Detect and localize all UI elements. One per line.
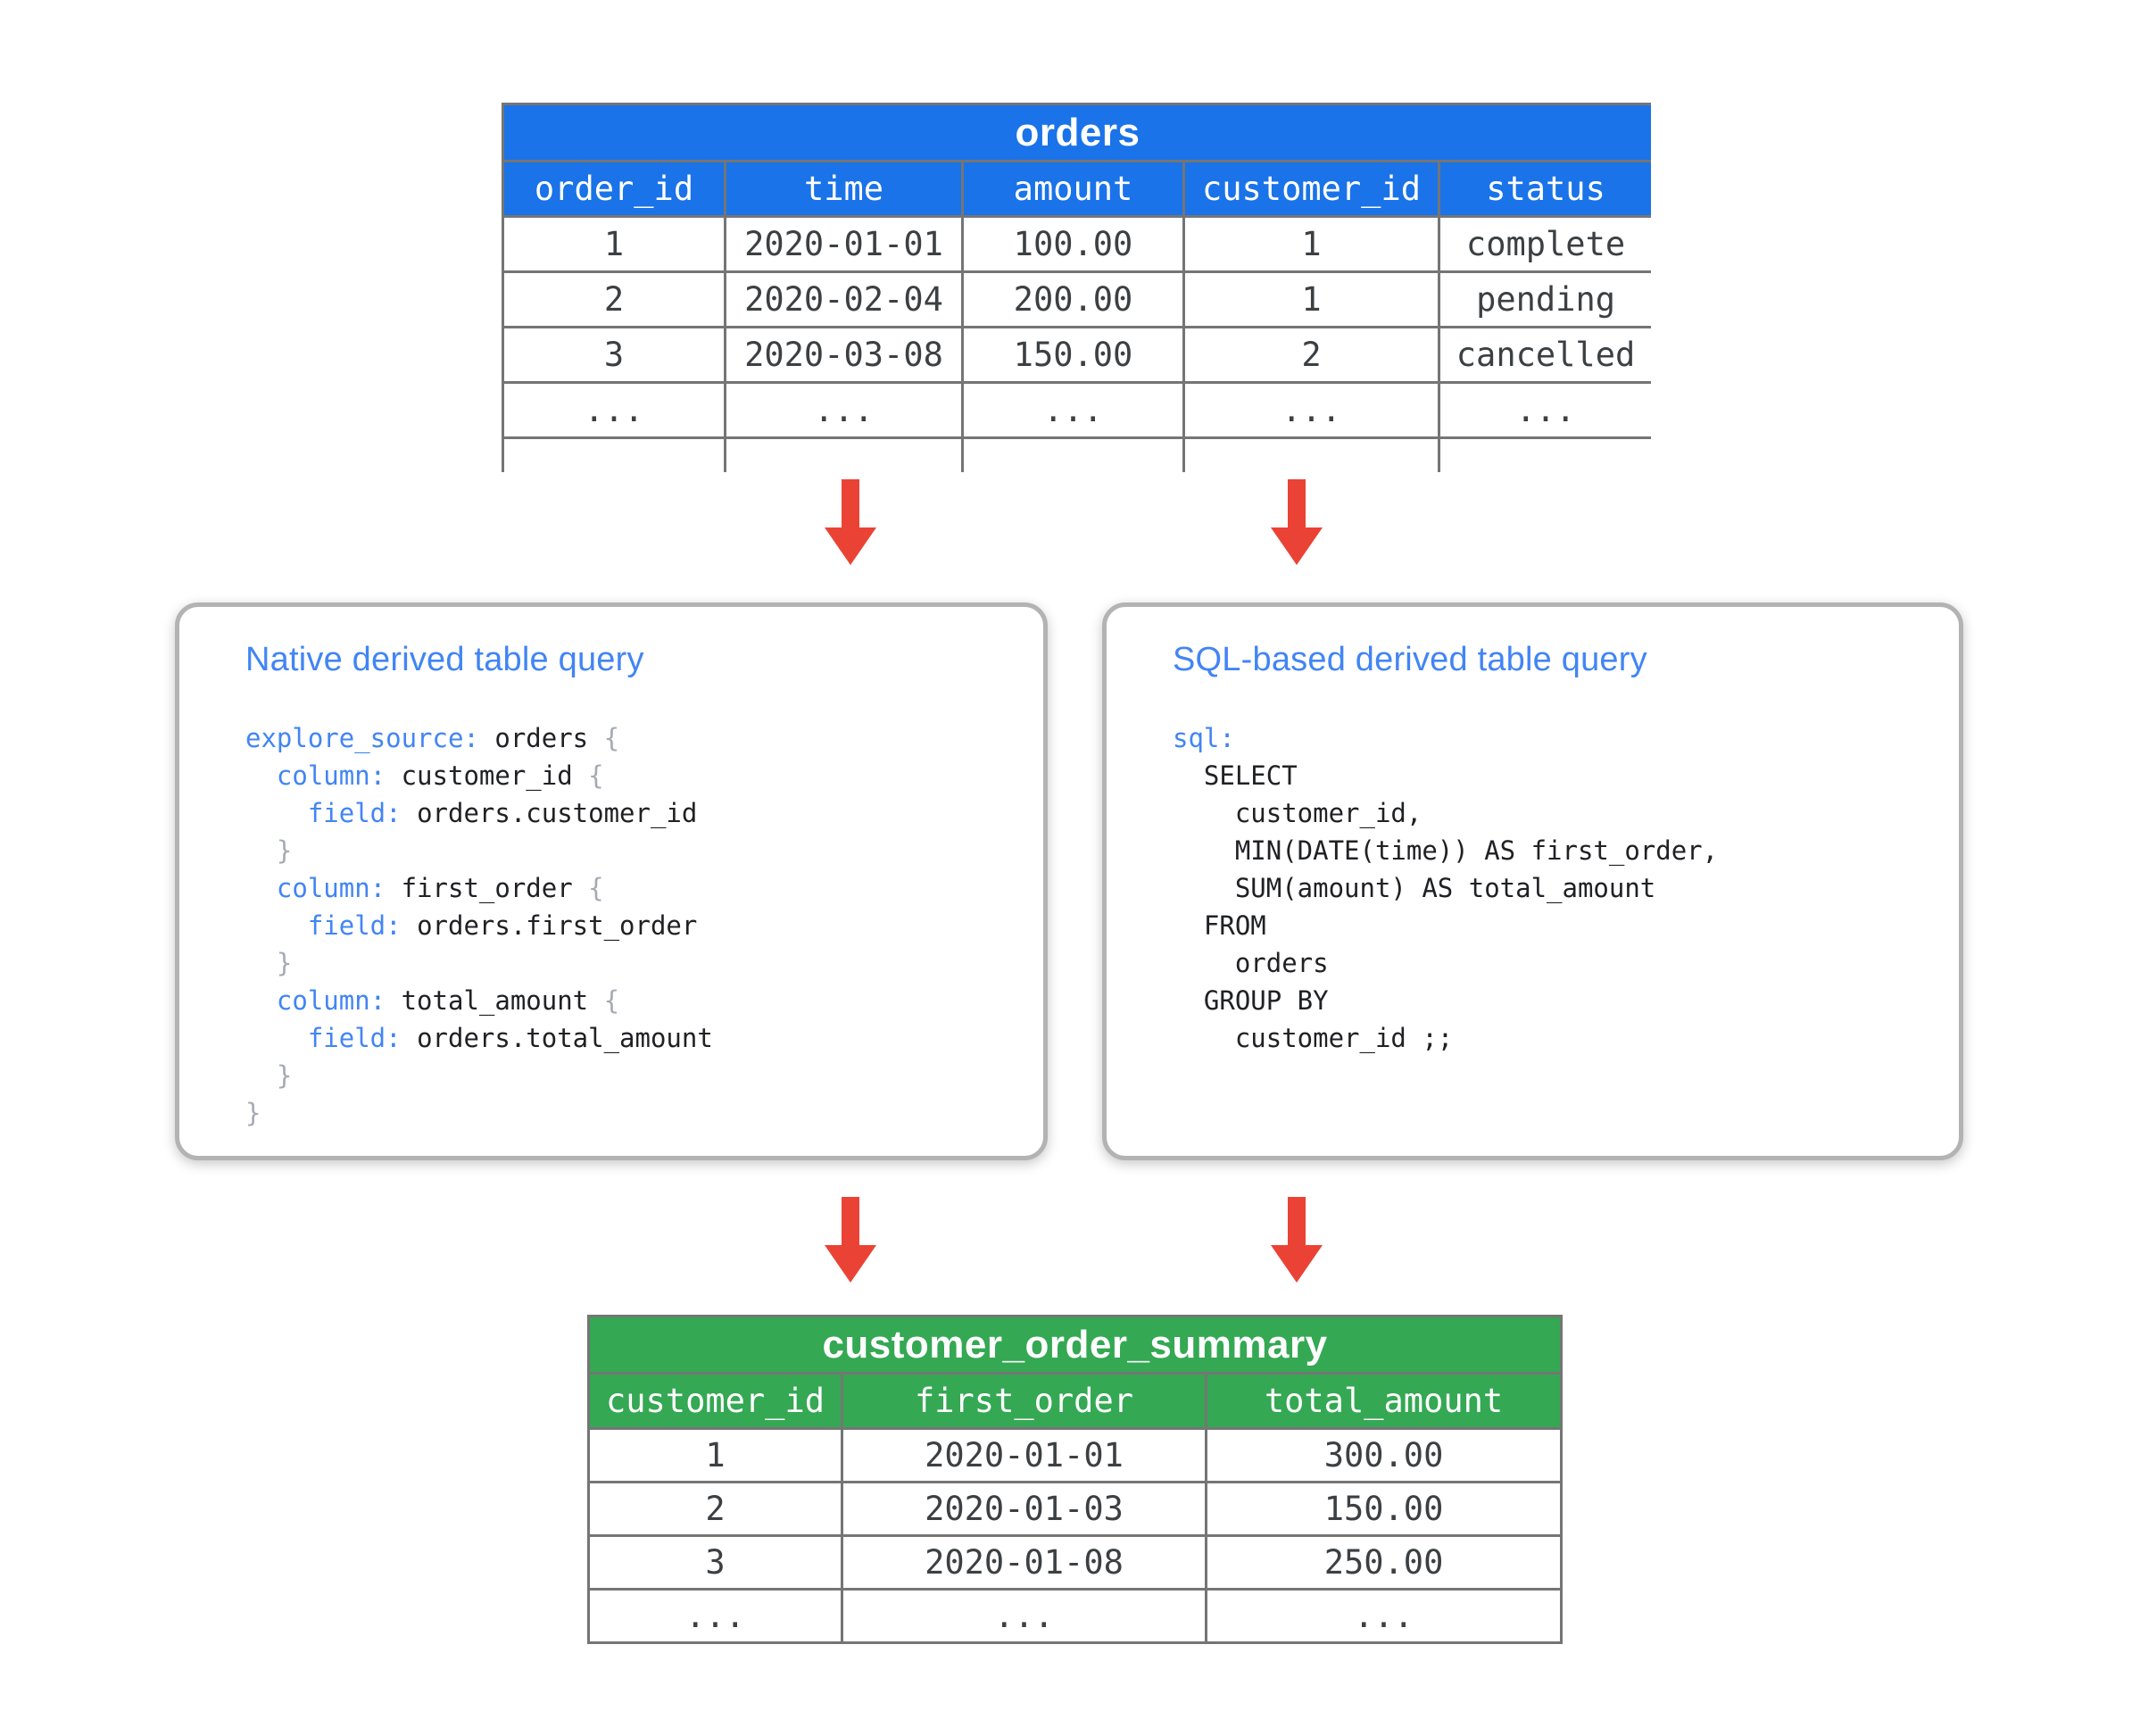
- table-cell: ...: [1182, 381, 1440, 439]
- table-cell: ...: [724, 381, 964, 439]
- column-header: amount: [961, 160, 1185, 218]
- code-line: explore_source: orders {: [245, 723, 620, 753]
- column-header: status: [1437, 160, 1651, 218]
- table-cell: ...: [1437, 381, 1651, 439]
- table-cell: ...: [961, 381, 1185, 439]
- code-line: MIN(DATE(time)) AS first_order,: [1173, 835, 1719, 866]
- code-line: sql:: [1173, 723, 1235, 753]
- code-line: field: orders.customer_id: [307, 798, 698, 828]
- code-line: field: orders.total_amount: [307, 1023, 713, 1053]
- code-line: SELECT: [1173, 760, 1298, 791]
- table-cell: 2: [587, 1481, 843, 1537]
- code-line: }: [245, 1098, 261, 1128]
- code-line: GROUP BY: [1173, 985, 1329, 1016]
- code-line: FROM: [1173, 910, 1266, 941]
- arrow-down-icon: [1271, 1197, 1323, 1283]
- table-row: ...............: [502, 381, 1651, 439]
- table-cell: 1: [1182, 215, 1440, 273]
- table-cell: 100.00: [961, 215, 1185, 273]
- column-header: customer_id: [1182, 160, 1440, 218]
- column-header: total_amount: [1204, 1372, 1564, 1430]
- column-header: customer_id: [587, 1372, 843, 1430]
- table-cell: 1: [502, 215, 726, 273]
- table-cell: 2020-01-01: [841, 1427, 1207, 1483]
- table-cell: ...: [1204, 1588, 1564, 1644]
- table-cell: complete: [1437, 215, 1651, 273]
- native-query-code: explore_source: orders { column: custome…: [245, 719, 713, 1132]
- table-cell: ...: [587, 1588, 843, 1644]
- table-cell: 1: [1182, 270, 1440, 328]
- code-line: field: orders.first_order: [307, 910, 698, 941]
- code-line: }: [245, 1060, 293, 1091]
- sql-query-title: SQL-based derived table query: [1173, 641, 1647, 678]
- native-derived-table-query-box: Native derived table query explore_sourc…: [175, 602, 1048, 1160]
- table-cell: 2020-01-08: [841, 1534, 1207, 1591]
- native-query-title: Native derived table query: [245, 641, 644, 678]
- table-cell: 2: [502, 270, 726, 328]
- orders-table-title: orders: [502, 103, 1651, 162]
- table-cell: 3: [587, 1534, 843, 1591]
- arrow-down-icon: [825, 479, 876, 565]
- code-line: customer_id ;;: [1173, 1023, 1454, 1053]
- code-line: column: customer_id {: [276, 760, 604, 791]
- code-line: SUM(amount) AS total_amount: [1173, 873, 1656, 903]
- table-cell: 150.00: [961, 326, 1185, 384]
- arrow-down-icon: [1271, 479, 1323, 565]
- code-line: }: [245, 948, 293, 978]
- code-line: customer_id,: [1173, 798, 1423, 828]
- table-cell: 2020-01-01: [724, 215, 964, 273]
- sql-query-code: sql: SELECT customer_id, MIN(DATE(time))…: [1173, 719, 1718, 1057]
- table-cell: 300.00: [1204, 1427, 1564, 1483]
- code-line: column: total_amount {: [276, 985, 620, 1016]
- table-cell: ...: [841, 1588, 1207, 1644]
- truncated-row: [502, 436, 1651, 472]
- table-cell: 150.00: [1204, 1481, 1564, 1537]
- table-cell: 200.00: [961, 270, 1185, 328]
- table-cell: 2020-02-04: [724, 270, 964, 328]
- table-cell: 2020-03-08: [724, 326, 964, 384]
- column-header: time: [724, 160, 964, 218]
- arrow-down-icon: [825, 1197, 876, 1283]
- sql-derived-table-query-box: SQL-based derived table query sql: SELEC…: [1102, 602, 1963, 1160]
- summary-table-title: customer_order_summary: [586, 1315, 1564, 1375]
- table-cell: 3: [502, 326, 726, 384]
- table-cell: 1: [587, 1427, 843, 1483]
- column-header: first_order: [841, 1372, 1207, 1430]
- code-line: }: [245, 835, 293, 866]
- column-header: order_id: [502, 160, 726, 218]
- table-cell: ...: [502, 381, 726, 439]
- table-cell: 2020-01-03: [841, 1481, 1207, 1537]
- code-line: column: first_order {: [276, 873, 604, 903]
- table-cell: 2: [1182, 326, 1440, 384]
- table-cell: cancelled: [1437, 326, 1651, 384]
- table-cell: pending: [1437, 270, 1651, 328]
- table-row: .........: [587, 1588, 1564, 1644]
- code-line: orders: [1173, 948, 1329, 978]
- table-cell: 250.00: [1204, 1534, 1564, 1591]
